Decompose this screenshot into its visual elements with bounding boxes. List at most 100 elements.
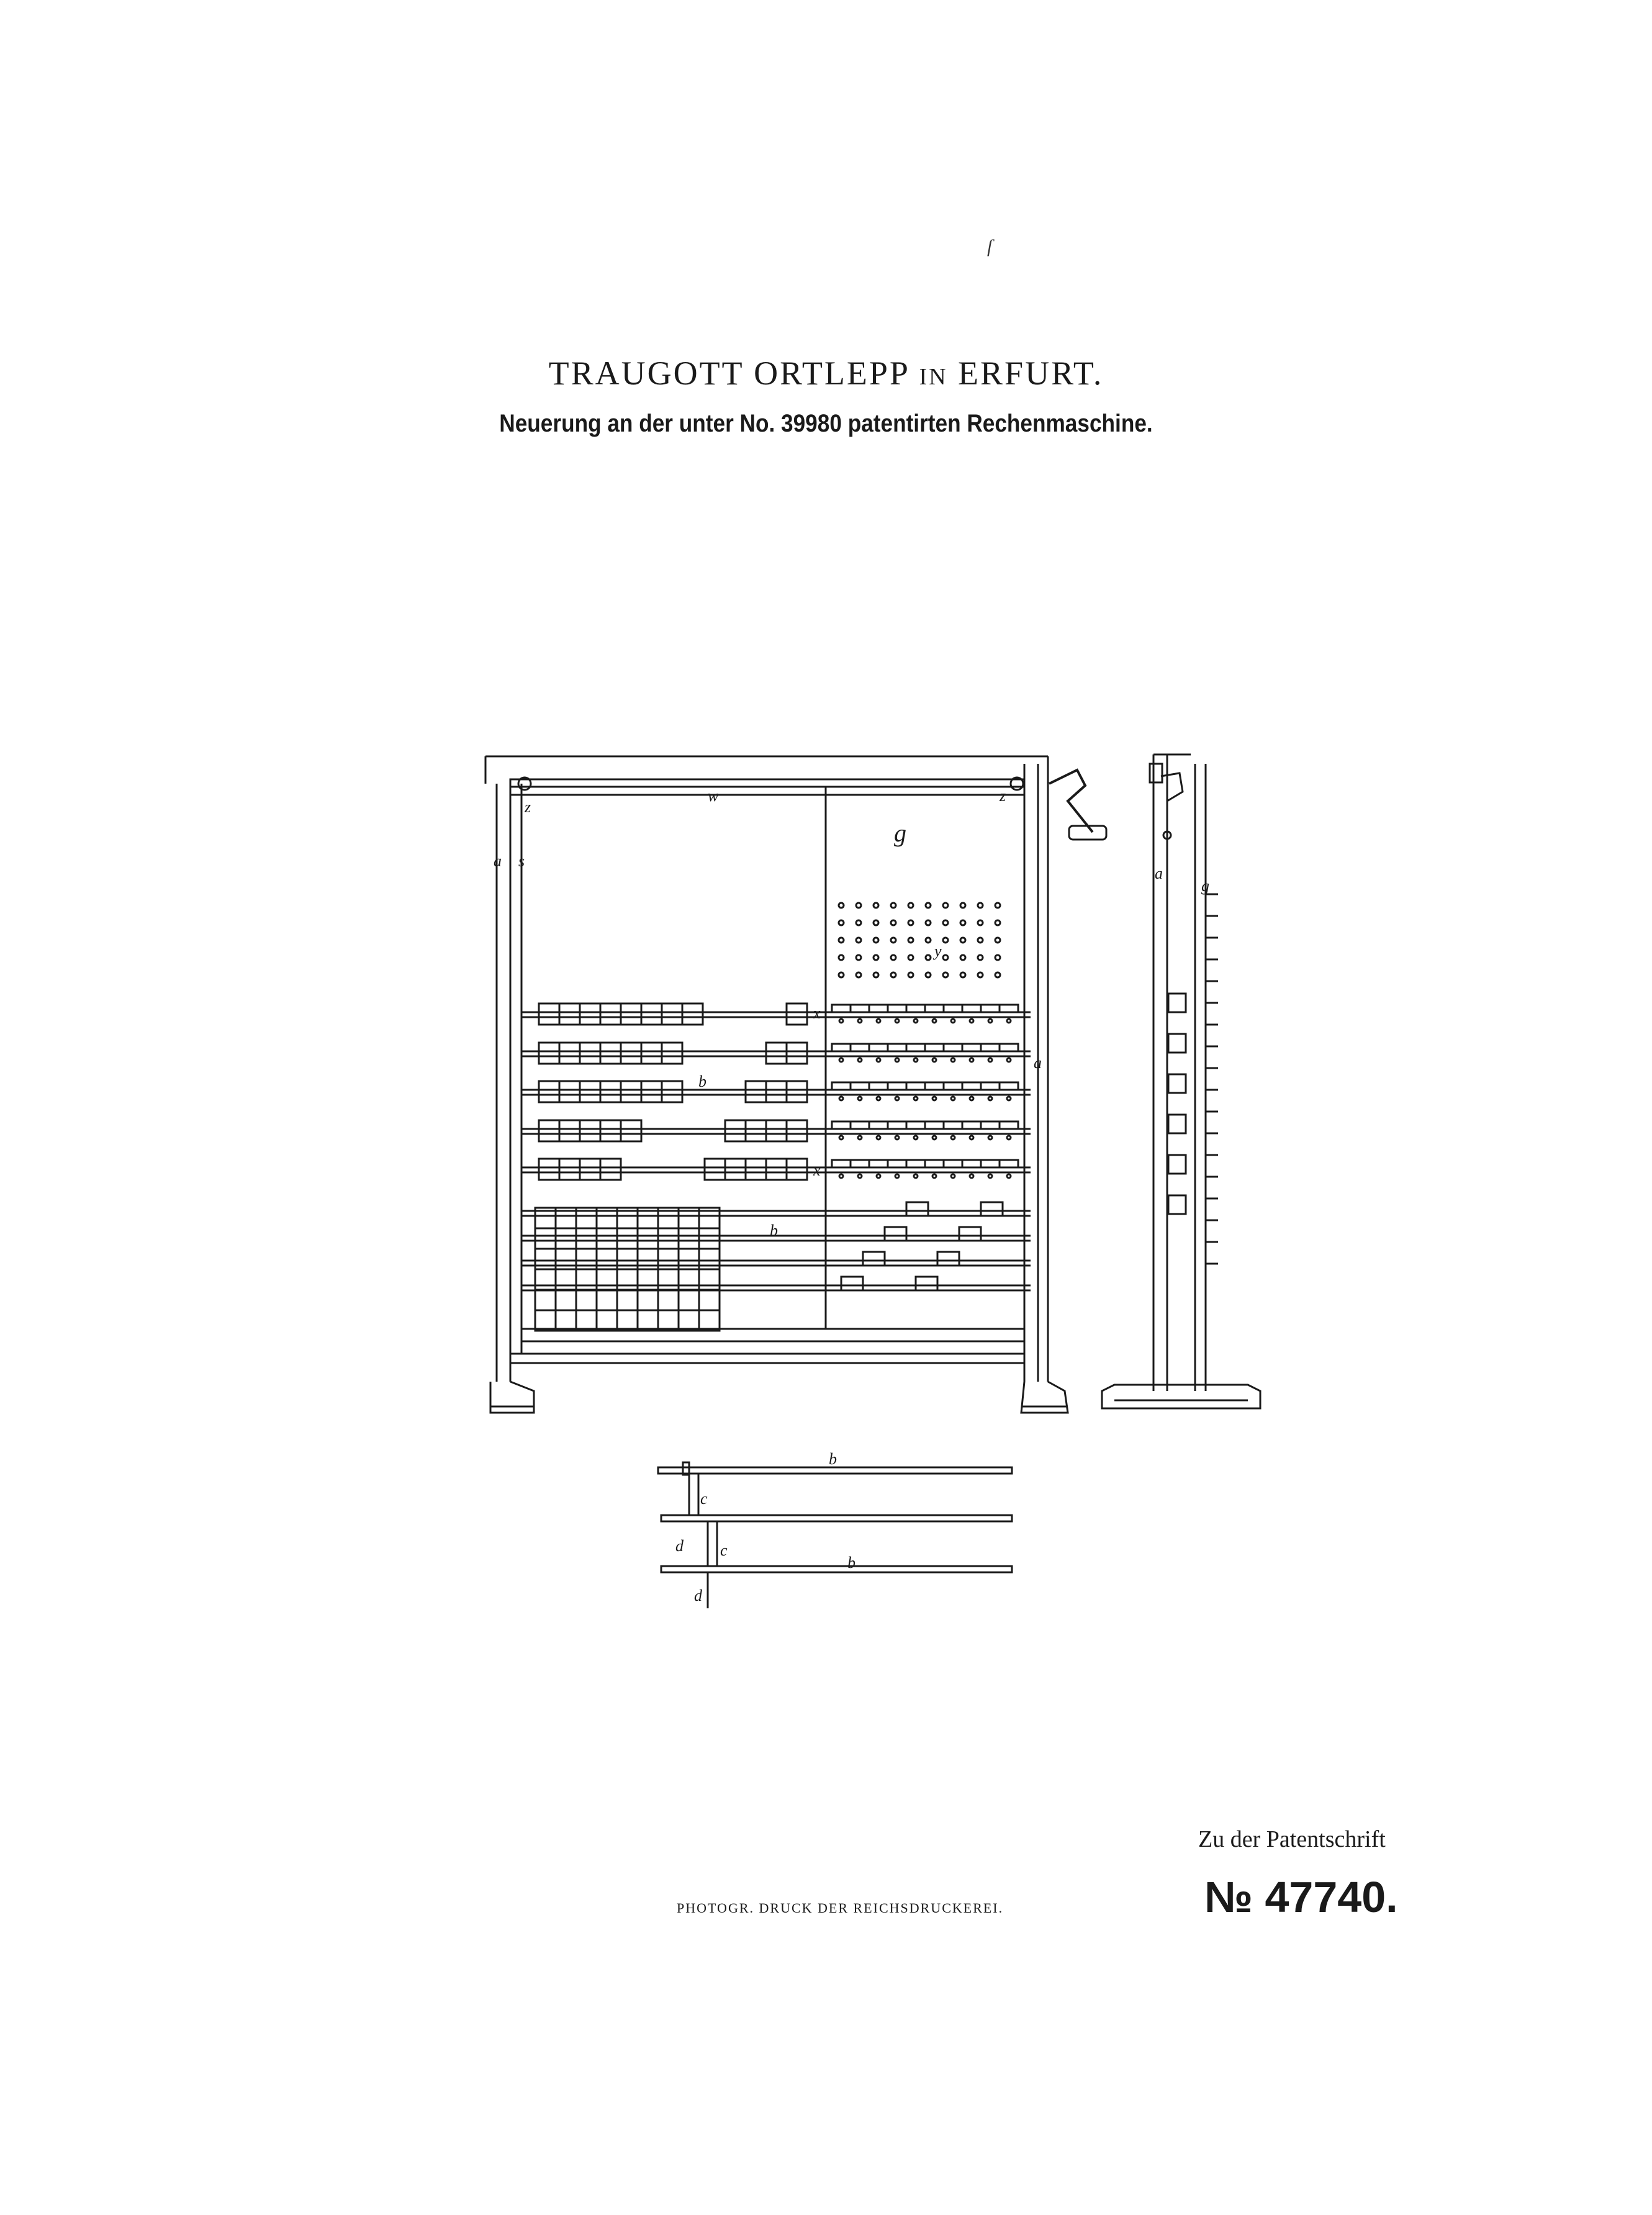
slot-block bbox=[980, 1081, 1001, 1091]
dot bbox=[890, 936, 897, 944]
dot bbox=[977, 936, 984, 944]
dot bbox=[942, 919, 949, 926]
slot-dot bbox=[838, 1095, 844, 1102]
grid-cell bbox=[636, 1227, 659, 1250]
slot-block bbox=[961, 1120, 982, 1130]
bead-block bbox=[620, 1119, 643, 1143]
side-block bbox=[1167, 1113, 1187, 1135]
label-g: g bbox=[894, 819, 906, 847]
slot-dot bbox=[968, 1173, 975, 1179]
bead-block bbox=[785, 1080, 808, 1103]
slot-dot bbox=[950, 1173, 956, 1179]
slot-block bbox=[942, 1081, 964, 1091]
slot-dot bbox=[913, 1018, 919, 1024]
dot bbox=[924, 919, 932, 926]
slot-block bbox=[905, 1003, 926, 1013]
slot-dot bbox=[875, 1018, 882, 1024]
slot-block bbox=[849, 1159, 870, 1169]
slot-block bbox=[887, 1043, 908, 1053]
slot-dot bbox=[950, 1057, 956, 1063]
slot-block bbox=[831, 1159, 852, 1169]
bead-block bbox=[538, 1080, 561, 1103]
grid-cell bbox=[657, 1227, 680, 1250]
slot-block bbox=[942, 1159, 964, 1169]
bead-block bbox=[599, 1080, 622, 1103]
dot bbox=[837, 919, 845, 926]
side-view bbox=[1101, 753, 1262, 1410]
grid-cell bbox=[575, 1268, 598, 1291]
staircase-rods bbox=[521, 1201, 1031, 1292]
patent-holder-title: TRAUGOTT ORTLEPP IN ERFURT. bbox=[0, 354, 1652, 392]
slot-dot bbox=[987, 1018, 993, 1024]
detail-view bbox=[657, 1461, 1013, 1608]
bead-block bbox=[744, 1119, 767, 1143]
side-block bbox=[1167, 1073, 1187, 1094]
slot-dot bbox=[931, 1095, 937, 1102]
dot bbox=[855, 971, 862, 979]
dot bbox=[907, 936, 914, 944]
dot bbox=[924, 902, 932, 909]
slot-dot bbox=[875, 1135, 882, 1141]
label-c-top: c bbox=[700, 1490, 708, 1508]
slot-dot bbox=[987, 1057, 993, 1063]
slot-block bbox=[831, 1043, 852, 1053]
slot-dot bbox=[950, 1135, 956, 1141]
dot bbox=[924, 971, 932, 979]
dot bbox=[837, 936, 845, 944]
slot-block bbox=[942, 1120, 964, 1130]
bead-block bbox=[744, 1157, 767, 1181]
grid-cell bbox=[575, 1289, 598, 1311]
slot-dot bbox=[838, 1018, 844, 1024]
holder-name: TRAUGOTT ORTLEPP bbox=[548, 355, 909, 392]
slot-dot bbox=[894, 1057, 900, 1063]
slot-block bbox=[905, 1159, 926, 1169]
label-c-bottom: c bbox=[720, 1541, 728, 1559]
grid-cell bbox=[554, 1268, 577, 1291]
dot bbox=[942, 954, 949, 961]
bead-block bbox=[765, 1041, 788, 1065]
slot-dot bbox=[950, 1018, 956, 1024]
slot-dot bbox=[968, 1018, 975, 1024]
bead-block bbox=[724, 1119, 747, 1143]
slot-dot bbox=[987, 1135, 993, 1141]
side-block bbox=[1167, 992, 1187, 1013]
stair-block bbox=[883, 1226, 908, 1242]
label-z-right: z bbox=[999, 787, 1006, 805]
bead-block bbox=[744, 1080, 767, 1103]
bead-block bbox=[599, 1041, 622, 1065]
patent-number: № 47740. bbox=[1204, 1873, 1398, 1921]
slot-dot bbox=[894, 1095, 900, 1102]
slot-dot bbox=[894, 1135, 900, 1141]
label-x1: x bbox=[813, 1004, 821, 1022]
grid-cell bbox=[636, 1289, 659, 1311]
slot-block bbox=[961, 1159, 982, 1169]
side-block bbox=[1167, 1154, 1187, 1175]
bead-block bbox=[558, 1041, 581, 1065]
patent-subtitle: Neuerung an der unter No. 39980 patentir… bbox=[499, 410, 1153, 437]
slot-dot bbox=[857, 1018, 863, 1024]
slot-block bbox=[924, 1159, 945, 1169]
holder-connector: IN bbox=[919, 364, 948, 390]
bead-block bbox=[538, 1041, 561, 1065]
grid-cell bbox=[554, 1227, 577, 1250]
dot bbox=[837, 971, 845, 979]
label-a-side: a bbox=[1155, 864, 1163, 882]
label-b-detail-bottom: b bbox=[847, 1554, 855, 1572]
bead-block bbox=[785, 1041, 808, 1065]
slot-block bbox=[849, 1043, 870, 1053]
dot bbox=[872, 936, 880, 944]
stair-block bbox=[914, 1275, 939, 1292]
label-b-lower: b bbox=[770, 1221, 778, 1239]
bead-block bbox=[785, 1119, 808, 1143]
grid-cell bbox=[575, 1227, 598, 1250]
slot-dot bbox=[931, 1173, 937, 1179]
label-b-detail-top: b bbox=[829, 1450, 837, 1468]
label-g-side: g bbox=[1201, 877, 1209, 895]
slot-block bbox=[887, 1081, 908, 1091]
slot-dot bbox=[987, 1095, 993, 1102]
slot-block bbox=[831, 1081, 852, 1091]
grid-cell bbox=[616, 1289, 639, 1311]
slot-block bbox=[998, 1120, 1019, 1130]
dot bbox=[907, 954, 914, 961]
